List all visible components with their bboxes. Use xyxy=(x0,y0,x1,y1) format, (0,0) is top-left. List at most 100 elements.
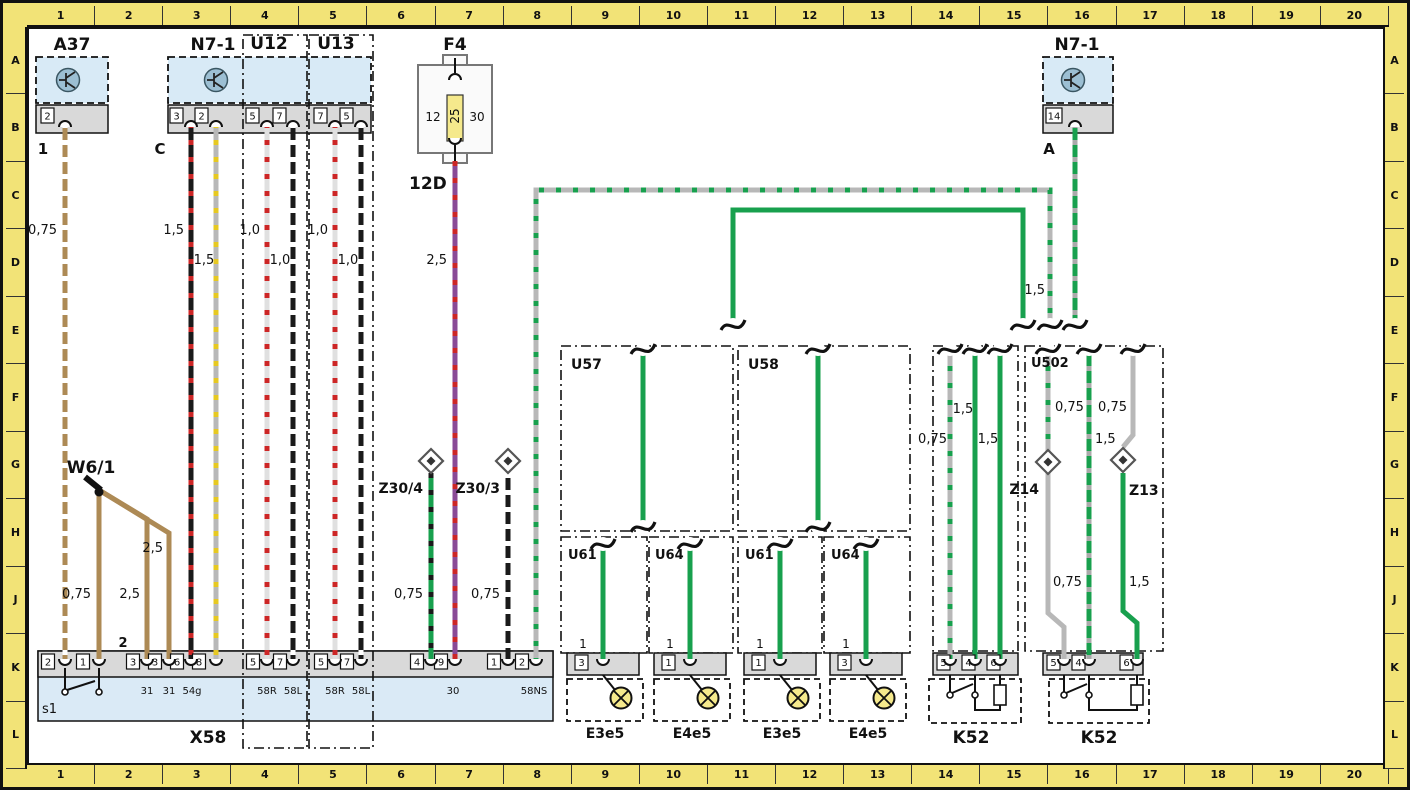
lamp2-one: 1 xyxy=(666,637,674,651)
u58-box xyxy=(737,345,911,532)
u61b-label: U61 xyxy=(745,548,774,563)
grid-col-label: 2 xyxy=(95,765,164,784)
grid-col-label: 13 xyxy=(844,6,913,25)
grid-col-label: 5 xyxy=(299,6,368,25)
grid-col-label: 1 xyxy=(27,765,96,784)
x58-pin: 8 xyxy=(196,658,202,669)
a37-pin: 2 xyxy=(44,112,50,123)
u12-box xyxy=(242,34,308,749)
gauge-label: 1,5 xyxy=(978,432,999,447)
grid-col-label: 17 xyxy=(1117,765,1185,784)
x58-pin: 1 xyxy=(80,658,86,669)
grid-col-label: 6 xyxy=(367,765,436,784)
k52-left-relay-icon xyxy=(946,675,1007,711)
grid-col-label: 10 xyxy=(640,6,708,25)
x58-pin: 3 xyxy=(130,658,136,669)
u12-pin1: 5 xyxy=(249,112,255,123)
grid-row-label: C xyxy=(1385,162,1404,230)
wire-u502-right-upper xyxy=(1121,349,1136,449)
wire-main-green xyxy=(730,207,1026,329)
grid-col-label: 12 xyxy=(776,765,845,784)
lamp3-one: 1 xyxy=(756,637,764,651)
lamp4-pin: 3 xyxy=(841,658,847,669)
grid-col-label: 13 xyxy=(844,765,913,784)
schematic-svg: A37 2 1 0,75 N7-1 3 2 C 1,5 1,5 U12 5 7 … xyxy=(28,34,1164,749)
z14-label: Z14 xyxy=(1009,482,1039,498)
grid-row-label: A xyxy=(1385,27,1404,95)
u64a-label: U64 xyxy=(655,548,684,563)
grid-col-label: 3 xyxy=(163,765,232,784)
x58-terminal: 31 xyxy=(141,686,154,697)
grid-row-label: J xyxy=(6,567,25,635)
n7-right-label: N7-1 xyxy=(1055,35,1100,55)
grid-col-label: 1 xyxy=(27,6,96,25)
x58-terminal: 58L xyxy=(352,686,371,697)
gauge-label: 1,5 xyxy=(194,253,215,268)
x58-pin: 2 xyxy=(519,658,525,669)
u61a-label: U61 xyxy=(568,548,597,563)
e3e5-box-2 xyxy=(743,678,821,722)
lamp-icon-e4e5-1 xyxy=(696,686,720,710)
grid-row-label: E xyxy=(6,297,25,365)
n7-left-pin2: 2 xyxy=(198,112,204,123)
grid-col-label: 14 xyxy=(912,765,981,784)
grid-col-label: 20 xyxy=(1321,765,1389,784)
gauge-label: 1,5 xyxy=(1095,432,1116,447)
f4-terminal-30: 30 xyxy=(469,110,484,124)
gauge-label: 2,5 xyxy=(426,253,447,268)
z13-node-icon xyxy=(1109,446,1137,474)
grid-col-label: 5 xyxy=(299,765,368,784)
z14-node-icon xyxy=(1034,448,1062,476)
grid-col-label: 14 xyxy=(912,6,981,25)
diagram-canvas xyxy=(27,27,1389,769)
gauge-label: 1,0 xyxy=(307,223,328,238)
s1-label: s1 xyxy=(42,702,57,717)
k52-right-label: K52 xyxy=(1081,728,1118,748)
grid-col-label: 16 xyxy=(1048,6,1117,25)
u502-pin4: 4 xyxy=(1075,658,1081,669)
grid-col-label: 2 xyxy=(95,6,164,25)
grid-row-label: F xyxy=(1385,364,1404,432)
grid-col-label: 9 xyxy=(572,6,640,25)
grid-col-label: 7 xyxy=(436,6,504,25)
grid-col-label: 4 xyxy=(231,765,300,784)
grid-row-label: C xyxy=(6,162,25,230)
gauge-label: 0,75 xyxy=(394,587,423,602)
n7-left-conn-label: C xyxy=(154,140,165,158)
lamp1-pin: 3 xyxy=(578,658,584,669)
u13-pin2: 5 xyxy=(343,112,349,123)
x58-pin: 9 xyxy=(438,658,444,669)
z30-4-label: Z30/4 xyxy=(379,481,424,497)
gauge-label: 0,75 xyxy=(1055,400,1084,415)
e4e5-box-1 xyxy=(653,678,731,722)
gauge-label: 0,75 xyxy=(1098,400,1127,415)
grid-col-label: 8 xyxy=(504,6,572,25)
x58-terminal: 58R xyxy=(325,686,345,697)
wire-u502-left-lower xyxy=(1045,471,1067,663)
lamp-lead-1 xyxy=(602,674,616,691)
w6-label: W6/1 xyxy=(67,458,116,478)
grid-row-label: D xyxy=(1385,229,1404,297)
u13-label: U13 xyxy=(317,34,354,54)
grid-row-label: B xyxy=(6,94,25,162)
lamp-lead-3 xyxy=(779,674,793,691)
lamp-lead-2 xyxy=(689,674,703,691)
lamp-icon-e4e5-2 xyxy=(872,686,896,710)
lamp1-one: 1 xyxy=(579,637,587,651)
n7-right-pin: 14 xyxy=(1048,112,1061,123)
gauge-label: 1,5 xyxy=(163,223,184,238)
f4-terminal-12: 12 xyxy=(425,110,440,124)
u502-label: U502 xyxy=(1031,356,1069,371)
gauge-label: 2,5 xyxy=(142,541,163,556)
w6-ground-point xyxy=(83,474,104,497)
grid-col-label: 11 xyxy=(708,6,777,25)
grid-row-label: K xyxy=(1385,634,1404,702)
grid-row-label: K xyxy=(6,634,25,702)
x58-terminal: 58R xyxy=(257,686,277,697)
gauge-label: 1,5 xyxy=(1129,575,1150,590)
grid-col-label: 19 xyxy=(1253,6,1321,25)
z30-3-label: Z30/3 xyxy=(456,481,501,497)
grid-row-label: E xyxy=(1385,297,1404,365)
